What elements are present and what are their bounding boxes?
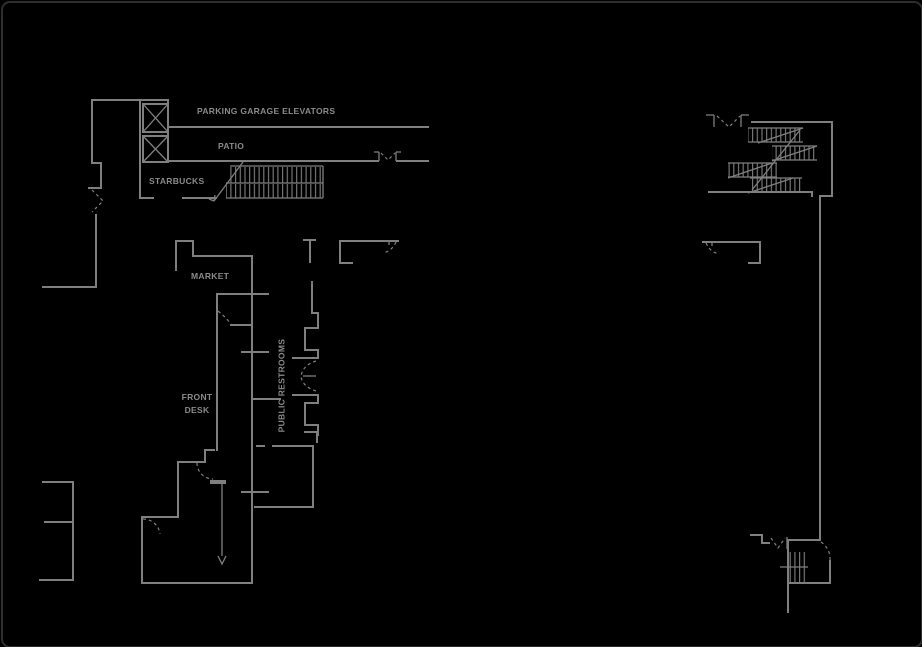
market-walls: [175, 239, 316, 271]
garage-stair-walls: [708, 121, 833, 197]
label-public-restrooms: PUBLIC RESTROOMS: [276, 338, 287, 433]
exit-stair-door-swing-icon: [750, 534, 788, 550]
garage-stair-door-swing-icon: [706, 114, 749, 128]
label-front-desk: FRONT DESK: [181, 392, 213, 416]
scissor-staircase-icon: [727, 127, 818, 194]
exit-staircase-icon: [780, 552, 808, 582]
elevator-icon: [142, 103, 169, 163]
public-restrooms-walls: [254, 281, 319, 508]
label-parking-garage-elevators: PARKING GARAGE ELEVATORS: [197, 106, 336, 116]
corridor-walls: [167, 126, 429, 162]
label-market: MARKET: [191, 271, 230, 281]
elevator-lobby-walls: [42, 99, 217, 288]
lower-left-walls: [39, 481, 74, 581]
front-desk-walls: [141, 293, 269, 584]
entry-double-door-swing-icon: [91, 189, 104, 213]
lobby-long-wall: [241, 255, 281, 584]
exit-stair-walls: [787, 539, 831, 613]
patio-door-swing-icon: [374, 151, 401, 161]
front-desk-counter: [210, 480, 227, 566]
label-patio: PATIO: [218, 141, 245, 151]
corridor-room-left-walls: [339, 240, 399, 264]
starbucks-staircase-icon: [208, 161, 324, 202]
corridor-room-right-walls: [702, 241, 761, 264]
label-starbucks: STARBUCKS: [149, 176, 205, 186]
